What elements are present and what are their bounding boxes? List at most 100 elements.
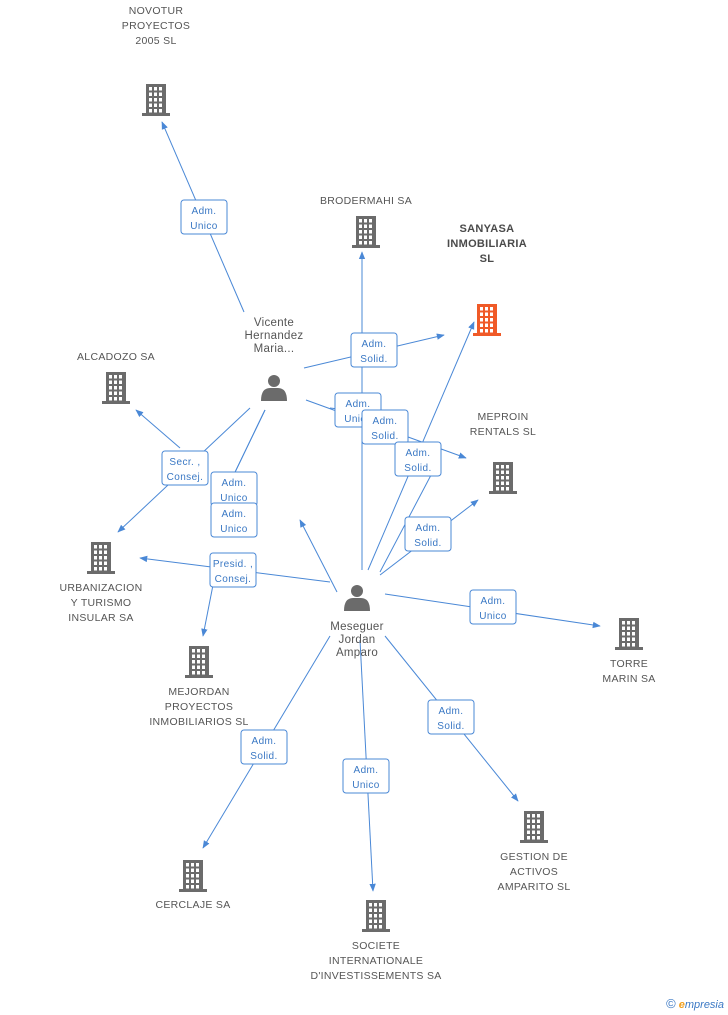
company-node-cerclaje[interactable]: CERCLAJE SA bbox=[155, 860, 230, 911]
relation-label-text: Solid. bbox=[371, 431, 398, 442]
relation-label-text: Adm. bbox=[439, 706, 464, 717]
relation-label-box bbox=[342, 758, 390, 794]
company-node-brodermahi[interactable]: BRODERMAHI SA bbox=[320, 195, 412, 248]
company-label: CERCLAJE SA bbox=[155, 899, 230, 911]
person-label: Meseguer bbox=[330, 621, 384, 633]
relation-label-text: Solid. bbox=[404, 463, 431, 474]
company-label: PROYECTOS bbox=[122, 20, 190, 32]
relation-label-text: Adm. bbox=[192, 206, 217, 217]
company-label: SL bbox=[480, 253, 495, 265]
building-icon bbox=[179, 860, 207, 892]
person-label: Maria... bbox=[254, 343, 295, 355]
company-node-societe[interactable]: SOCIETE INTERNATIONALE D'INVESTISSEMENTS S… bbox=[310, 900, 441, 982]
relation-label-box bbox=[180, 199, 228, 235]
relation-label-r6[interactable]: Secr. ,Consej. bbox=[161, 450, 209, 486]
relation-label-r10[interactable]: Presid. ,Consej. bbox=[209, 552, 257, 588]
person-label: Hernandez bbox=[245, 330, 304, 342]
person-label: Jordan bbox=[339, 634, 376, 646]
relation-label-r7[interactable]: Adm. Unico bbox=[210, 471, 258, 507]
company-label: PROYECTOS bbox=[165, 701, 233, 713]
relation-label-text: Unico bbox=[220, 493, 248, 504]
relation-label-text: Solid. bbox=[250, 751, 277, 762]
relation-edge bbox=[299, 519, 338, 593]
relation-label-box bbox=[469, 589, 517, 625]
relation-label-text: Adm. bbox=[346, 399, 371, 410]
company-label: SOCIETE bbox=[352, 940, 400, 952]
person-node-vicente[interactable]: VicenteHernandezMaria... bbox=[245, 317, 304, 401]
relation-edge bbox=[379, 457, 441, 573]
building-icon bbox=[102, 372, 130, 404]
company-label: AMPARITO SL bbox=[498, 881, 571, 893]
relation-label-r2[interactable]: Adm.Solid. bbox=[350, 332, 398, 368]
relation-label-text: Adm. bbox=[416, 523, 441, 534]
brand-name: mpresia bbox=[684, 999, 724, 1011]
company-label: NOVOTUR bbox=[129, 5, 184, 17]
company-node-alcadozo[interactable]: ALCADOZO SA bbox=[77, 351, 155, 404]
relation-label-r13[interactable]: Adm. Solid. bbox=[240, 729, 288, 765]
company-label: ALCADOZO SA bbox=[77, 351, 155, 363]
building-icon bbox=[362, 900, 390, 932]
company-label: MARIN SA bbox=[602, 673, 655, 685]
building-icon bbox=[352, 216, 380, 248]
person-label: Vicente bbox=[254, 317, 294, 329]
relation-label-r8[interactable]: Adm. Unico bbox=[210, 502, 258, 538]
person-icon bbox=[261, 375, 287, 401]
company-label: INTERNATIONALE bbox=[329, 955, 423, 967]
copyright-icon: © bbox=[666, 996, 676, 1011]
relation-label-r9[interactable]: Adm.Solid. bbox=[404, 516, 452, 552]
building-icon bbox=[520, 811, 548, 843]
relation-label-text: Adm. bbox=[481, 596, 506, 607]
building-icon bbox=[142, 84, 170, 116]
company-node-torre[interactable]: TORRE MARIN SA bbox=[602, 618, 655, 685]
relation-label-r5[interactable]: Adm. Solid. bbox=[394, 441, 442, 477]
company-label: D'INVESTISSEMENTS SA bbox=[310, 970, 441, 982]
person-label: Amparo bbox=[336, 647, 378, 659]
relation-label-r12[interactable]: Adm. Solid. bbox=[427, 699, 475, 735]
relation-label-box bbox=[240, 729, 288, 765]
relation-label-text: Presid. , bbox=[213, 559, 253, 570]
relation-label-box bbox=[404, 516, 452, 552]
building-icon bbox=[87, 542, 115, 574]
relation-label-text: Consej. bbox=[167, 472, 204, 483]
relation-label-text: Unico bbox=[220, 524, 248, 535]
relation-label-text: Adm. bbox=[406, 448, 431, 459]
relation-label-box bbox=[350, 332, 398, 368]
relation-label-text: Adm. bbox=[222, 478, 247, 489]
relation-label-r4[interactable]: Adm.Solid. bbox=[361, 409, 409, 445]
relation-label-text: Adm. bbox=[222, 509, 247, 520]
company-label: GESTION DE bbox=[500, 851, 568, 863]
relation-label-text: Unico bbox=[190, 221, 218, 232]
relation-label-text: Unico bbox=[479, 611, 507, 622]
relation-label-r1[interactable]: Adm. Unico bbox=[180, 199, 228, 235]
company-label: INMOBILIARIA bbox=[447, 238, 527, 250]
company-label: INSULAR SA bbox=[68, 612, 133, 624]
footer-brand: © empresia bbox=[666, 996, 724, 1011]
company-label: TORRE bbox=[610, 658, 648, 670]
relation-label-box bbox=[427, 699, 475, 735]
person-icon bbox=[344, 585, 370, 611]
building-icon bbox=[185, 646, 213, 678]
relation-label-text: Adm. bbox=[252, 736, 277, 747]
building-icon bbox=[473, 304, 501, 336]
relation-label-box bbox=[161, 450, 209, 486]
brand-initial: e bbox=[678, 999, 685, 1011]
company-label: RENTALS SL bbox=[470, 426, 536, 438]
relation-label-r14[interactable]: Adm.Unico bbox=[342, 758, 390, 794]
relation-label-box bbox=[394, 441, 442, 477]
relation-label-text: Adm. bbox=[354, 765, 379, 776]
relation-label-text: Solid. bbox=[360, 354, 387, 365]
company-label: MEJORDAN bbox=[168, 686, 229, 698]
relation-label-r11[interactable]: Adm. Unico bbox=[469, 589, 517, 625]
relation-label-text: Solid. bbox=[437, 721, 464, 732]
relation-label-text: Unico bbox=[344, 414, 372, 425]
